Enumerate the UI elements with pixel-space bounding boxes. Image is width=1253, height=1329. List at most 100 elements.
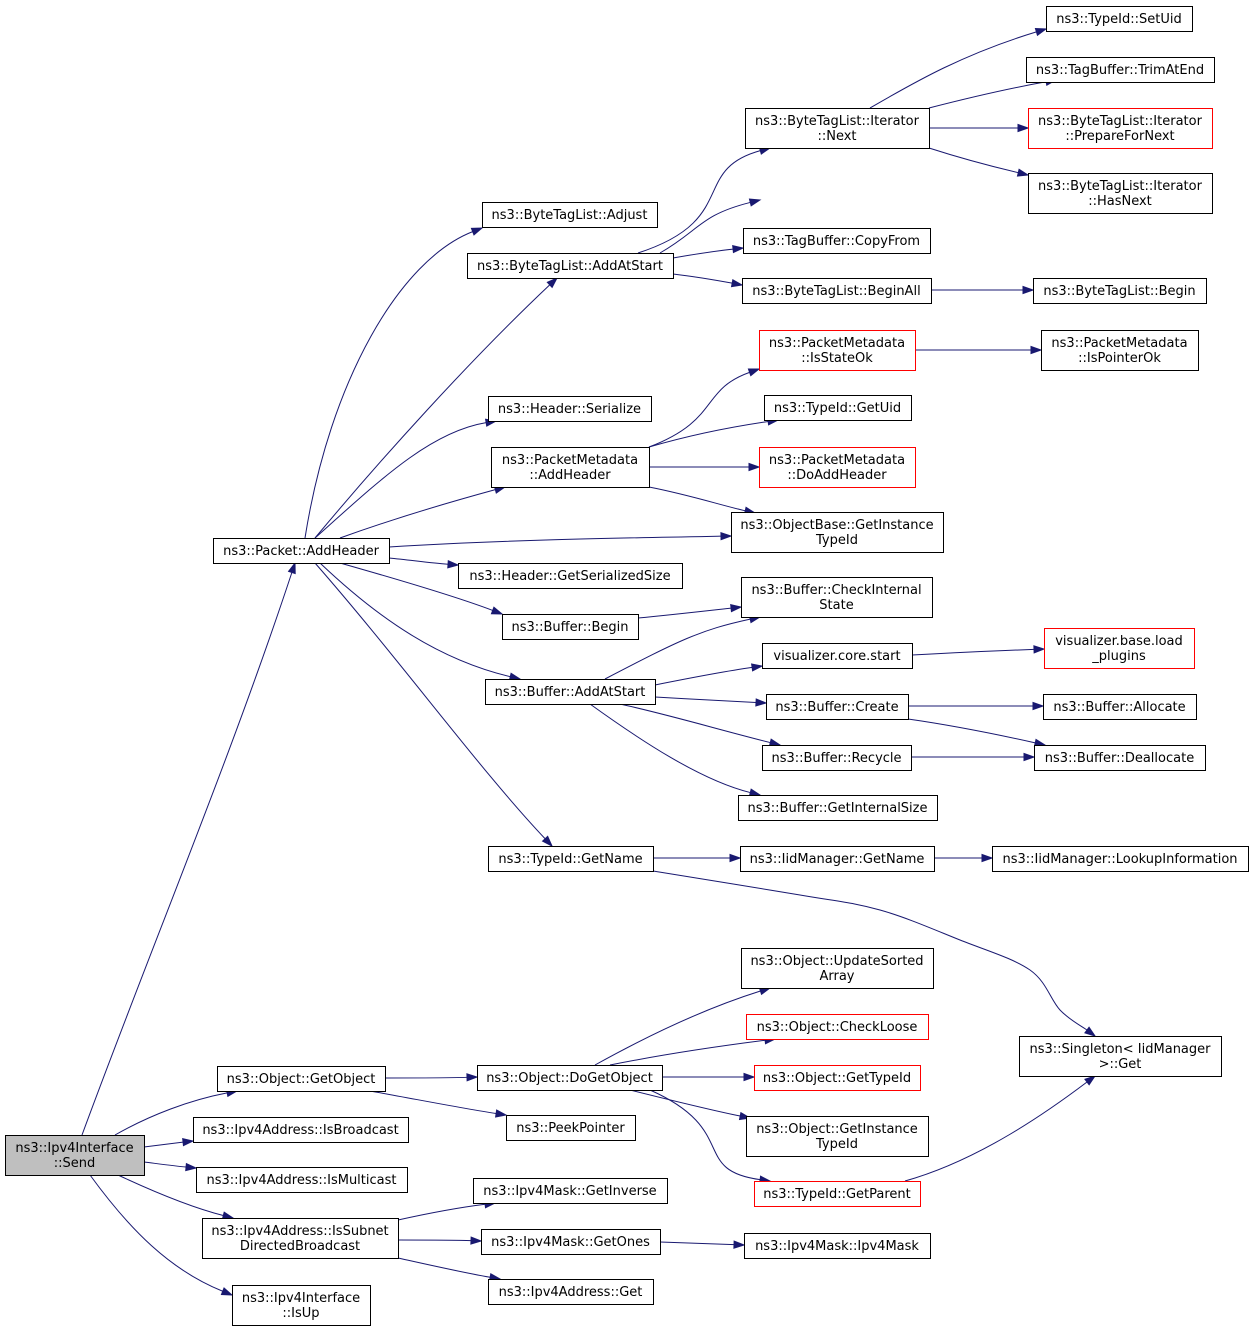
node-label: ns3::Ipv4Mask::GetInverse xyxy=(483,1184,656,1199)
node-label: ::DoAddHeader xyxy=(787,468,887,483)
node-buf-deallocate[interactable]: ns3::Buffer::Deallocate xyxy=(1034,745,1206,771)
node-obj-dogetobject[interactable]: ns3::Object::DoGetObject xyxy=(477,1065,663,1091)
node-label: ns3::ByteTagList::Iterator xyxy=(1038,114,1203,129)
node-label: visualizer.base.load xyxy=(1055,634,1183,649)
node-tb-copyfrom[interactable]: ns3::TagBuffer::CopyFrom xyxy=(743,228,931,254)
node-buf-allocate[interactable]: ns3::Buffer::Allocate xyxy=(1043,694,1197,720)
node-label: ns3::TypeId::GetUid xyxy=(774,401,901,416)
node-peekpointer[interactable]: ns3::PeekPointer xyxy=(506,1115,636,1141)
node-hdr-serialize[interactable]: ns3::Header::Serialize xyxy=(488,396,652,422)
edge-addheader-to-ob_getinstance xyxy=(388,531,733,548)
node-label: ns3::Ipv4Address::Get xyxy=(499,1285,643,1300)
edge-pm_addheader-to-ob_getinstance xyxy=(648,486,757,515)
edges-layer xyxy=(81,28,1097,1296)
edge-mask_getones-to-mask_ctor xyxy=(659,1240,746,1249)
node-label: ns3::Ipv4Interface xyxy=(15,1141,133,1156)
node-label: ns3::Object::CheckLoose xyxy=(757,1020,918,1035)
node-addr-get[interactable]: ns3::Ipv4Address::Get xyxy=(488,1279,654,1305)
node-getobject[interactable]: ns3::Object::GetObject xyxy=(217,1066,386,1092)
edge-send-to-addheader xyxy=(81,561,296,1136)
node-tb-trimatend[interactable]: ns3::TagBuffer::TrimAtEnd xyxy=(1026,57,1215,83)
node-btli-next[interactable]: ns3::ByteTagList::Iterator::Next xyxy=(745,108,930,149)
node-tid-getuid[interactable]: ns3::TypeId::GetUid xyxy=(764,395,912,421)
node-mask-getones[interactable]: ns3::Ipv4Mask::GetOnes xyxy=(481,1229,661,1255)
edge-tid_getname-to-singleton_get xyxy=(652,870,1097,1037)
node-label: ::Next xyxy=(817,129,856,144)
node-label: ns3::Buffer::Begin xyxy=(511,620,628,635)
node-buf-addatstart[interactable]: ns3::Buffer::AddAtStart xyxy=(485,679,656,705)
node-label: ns3::Object::GetObject xyxy=(227,1072,376,1087)
node-btl-begin[interactable]: ns3::ByteTagList::Begin xyxy=(1033,278,1207,304)
edge-getobject-to-obj_dogetobject xyxy=(384,1073,479,1082)
node-tid-getname[interactable]: ns3::TypeId::GetName xyxy=(488,846,654,872)
node-mask-getinverse[interactable]: ns3::Ipv4Mask::GetInverse xyxy=(473,1178,668,1204)
node-mask-ctor[interactable]: ns3::Ipv4Mask::Ipv4Mask xyxy=(744,1233,931,1259)
node-hdr-getsize[interactable]: ns3::Header::GetSerializedSize xyxy=(458,563,683,589)
edge-btl_addatstart-to-tb_copyfrom xyxy=(672,244,745,259)
node-label: >::Get xyxy=(1099,1057,1142,1072)
node-pm-ispointerok[interactable]: ns3::PacketMetadata::IsPointerOk xyxy=(1041,330,1199,371)
edge-buf_addatstart-to-viz_start xyxy=(654,663,764,686)
node-isbroadcast[interactable]: ns3::Ipv4Address::IsBroadcast xyxy=(193,1117,409,1143)
edge-buf_recycle-to-buf_deallocate xyxy=(911,752,1036,762)
node-label: ns3::ByteTagList::AddAtStart xyxy=(477,259,663,274)
edge-send-to-isup xyxy=(89,1174,234,1296)
node-buf-getsize[interactable]: ns3::Buffer::GetInternalSize xyxy=(738,795,938,821)
node-label: ns3::Ipv4Address::IsMulticast xyxy=(207,1173,397,1188)
node-obj-checkloose[interactable]: ns3::Object::CheckLoose xyxy=(746,1014,929,1040)
edge-pm_addheader-to-tid_getuid xyxy=(648,417,780,448)
node-label: ns3::PeekPointer xyxy=(516,1121,625,1136)
node-label: visualizer.core.start xyxy=(773,649,900,664)
node-iid-lookup[interactable]: ns3::IidManager::LookupInformation xyxy=(992,846,1249,872)
node-pm-addheader[interactable]: ns3::PacketMetadata::AddHeader xyxy=(491,447,650,488)
node-btl-beginall[interactable]: ns3::ByteTagList::BeginAll xyxy=(742,278,932,304)
node-ismulticast[interactable]: ns3::Ipv4Address::IsMulticast xyxy=(196,1167,408,1193)
node-pm-isstateok[interactable]: ns3::PacketMetadata::IsStateOk xyxy=(759,330,916,371)
edge-tid_getname-to-iid_getname xyxy=(652,853,742,863)
node-isup[interactable]: ns3::Ipv4Interface::IsUp xyxy=(232,1285,371,1326)
node-iid-getname[interactable]: ns3::IidManager::GetName xyxy=(740,846,935,872)
node-btl-adjust[interactable]: ns3::ByteTagList::Adjust xyxy=(482,202,658,228)
node-btli-hasnext[interactable]: ns3::ByteTagList::Iterator::HasNext xyxy=(1028,173,1213,214)
edge-addheader-to-btl_addatstart xyxy=(314,276,559,539)
node-issubnet[interactable]: ns3::Ipv4Address::IsSubnetDirectedBroadc… xyxy=(202,1218,399,1259)
edge-buf_create-to-buf_allocate xyxy=(908,701,1045,711)
node-viz-start[interactable]: visualizer.core.start xyxy=(762,643,913,669)
node-label: _plugins xyxy=(1091,649,1146,664)
node-label: ns3::Buffer::Recycle xyxy=(771,751,901,766)
node-viz-loadplugins[interactable]: visualizer.base.load_plugins xyxy=(1044,628,1195,669)
node-pm-doaddheader[interactable]: ns3::PacketMetadata::DoAddHeader xyxy=(759,447,916,488)
edge-pm_isstateok-to-pm_ispointerok xyxy=(915,345,1043,355)
node-label: ::IsStateOk xyxy=(801,351,873,366)
node-btli-prepare[interactable]: ns3::ByteTagList::Iterator::PrepareForNe… xyxy=(1028,108,1213,149)
node-label: ns3::Packet::AddHeader xyxy=(223,544,379,559)
node-singleton-get[interactable]: ns3::Singleton< IidManager >::Get xyxy=(1019,1036,1222,1077)
nodes-layer: ns3::Ipv4Interface::Send ns3::Packet::Add… xyxy=(5,6,1249,1326)
node-buf-recycle[interactable]: ns3::Buffer::Recycle xyxy=(762,745,912,771)
node-buf-begin[interactable]: ns3::Buffer::Begin xyxy=(502,614,639,640)
node-btl-addatstart[interactable]: ns3::ByteTagList::AddAtStart xyxy=(467,253,674,279)
edge-buf_addatstart-to-buf_create xyxy=(654,696,768,707)
edge-btli_next-to-btli_prepare xyxy=(928,123,1030,133)
node-label: ns3::TagBuffer::TrimAtEnd xyxy=(1036,63,1204,78)
node-obj-gettypeid[interactable]: ns3::Object::GetTypeId xyxy=(754,1065,921,1091)
node-buf-create[interactable]: ns3::Buffer::Create xyxy=(766,694,909,720)
edge-viz_start-to-viz_loadplugins xyxy=(911,645,1046,656)
node-label: ns3::Buffer::Create xyxy=(775,700,898,715)
node-label: State xyxy=(819,598,853,613)
edge-btl_addatstart-to-btl_beginall xyxy=(672,273,744,288)
node-addheader[interactable]: ns3::Packet::AddHeader xyxy=(213,538,390,564)
node-label: ns3::Singleton< IidManager xyxy=(1029,1042,1211,1057)
node-label: ns3::TypeId::GetParent xyxy=(763,1187,911,1202)
edge-issubnet-to-addr_get xyxy=(397,1257,502,1282)
node-tid-setuid[interactable]: ns3::TypeId::SetUid xyxy=(1046,6,1193,32)
node-send[interactable]: ns3::Ipv4Interface::Send xyxy=(5,1135,145,1176)
edge-addheader-to-tid_getname xyxy=(314,562,554,848)
node-label: ns3::Buffer::Allocate xyxy=(1053,700,1185,715)
node-tid-getparent[interactable]: ns3::TypeId::GetParent xyxy=(754,1181,921,1207)
